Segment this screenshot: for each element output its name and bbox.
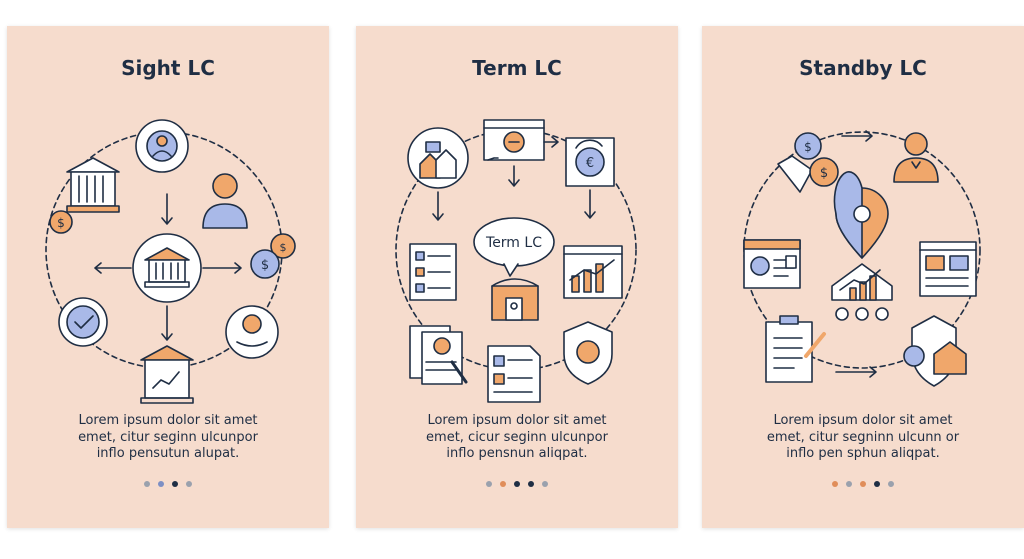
- pagination-dot[interactable]: [542, 481, 548, 487]
- flow-arrows: [94, 193, 242, 341]
- bank-icon: [66, 157, 120, 213]
- globe-person-icon: [135, 119, 189, 173]
- euro-cycle-icon: €: [565, 137, 615, 187]
- svg-text:$: $: [280, 241, 287, 254]
- bank-facade-icon: [491, 278, 539, 321]
- svg-text:$: $: [261, 258, 269, 273]
- body-line: emet, cicur seginn ulcunpor: [426, 429, 608, 445]
- flow-arrows: [432, 136, 596, 221]
- dollar-coins-icon: $ $: [250, 233, 296, 279]
- center-speech-bubble: [473, 217, 555, 277]
- coin-card-icon: [483, 119, 545, 161]
- card-sight-lc: Sight LC $: [7, 26, 329, 528]
- checkmark-circle-icon: [58, 297, 108, 347]
- pagination-dots[interactable]: [7, 481, 329, 487]
- checklist-icon: [409, 243, 457, 301]
- pagination-dot[interactable]: [514, 481, 520, 487]
- standby-lc-illustration: $ $: [743, 130, 981, 387]
- body-line: inflo pensutun alupat.: [96, 446, 240, 461]
- pagination-dot[interactable]: [888, 481, 894, 487]
- body-line: emet, citur segninn ulcunn or: [766, 429, 960, 445]
- shield-house-icon: [903, 315, 967, 387]
- hand-dollar-icon: [225, 305, 279, 359]
- dollar-bags-icon: $ $: [777, 132, 839, 193]
- chart-board-icon: [563, 245, 623, 299]
- svg-text:$: $: [57, 216, 65, 230]
- flow-arrow: [841, 130, 873, 142]
- body-line: Lorem ipsum dolor sit amet: [78, 413, 258, 428]
- form-icon: [487, 345, 541, 403]
- document-pen-icon: [409, 325, 468, 385]
- pagination-dot[interactable]: [846, 481, 852, 487]
- pagination-dots[interactable]: [702, 481, 1024, 487]
- pagination-dot[interactable]: [860, 481, 866, 487]
- house-chart-icon: [831, 263, 893, 321]
- card-term-lc: Term LC € Term LC: [356, 26, 678, 528]
- flow-arrow: [835, 366, 877, 378]
- person-icon: [893, 132, 939, 183]
- card-body-text: Lorem ipsum dolor sit amet emet, citur s…: [702, 413, 1024, 463]
- pagination-dot[interactable]: [528, 481, 534, 487]
- body-line: inflo pen sphun aliqpat.: [786, 446, 940, 461]
- pagination-dot[interactable]: [144, 481, 150, 487]
- svg-text:€: €: [586, 156, 594, 171]
- id-card-icon: [743, 239, 801, 289]
- central-bank-icon: [132, 233, 202, 303]
- card-title: Standby LC: [799, 56, 927, 80]
- term-lc-illustration: € Term LC: [395, 119, 637, 403]
- card-title: Term LC: [472, 56, 562, 80]
- dollar-coin-icon: $: [49, 210, 73, 234]
- pagination-dot[interactable]: [500, 481, 506, 487]
- report-window-icon: [919, 241, 977, 297]
- svg-text:$: $: [820, 166, 828, 181]
- center-bubble-label: Term LC: [485, 235, 542, 251]
- person-icon: [202, 173, 248, 229]
- pagination-dot[interactable]: [186, 481, 192, 487]
- body-line: Lorem ipsum dolor sit amet: [773, 413, 953, 428]
- body-line: inflo pensnun aliqpat.: [446, 446, 588, 461]
- pagination-dot[interactable]: [486, 481, 492, 487]
- pagination-dot[interactable]: [158, 481, 164, 487]
- pagination-dot[interactable]: [832, 481, 838, 487]
- chart-building-icon: [140, 345, 194, 404]
- pagination-dot[interactable]: [172, 481, 178, 487]
- card-body-text: Lorem ipsum dolor sit amet emet, citur s…: [7, 413, 329, 463]
- pagination-dots[interactable]: [356, 481, 678, 487]
- clipboard-pen-icon: [765, 315, 826, 383]
- body-line: emet, citur seginn ulcunpor: [78, 429, 258, 445]
- card-standby-lc: Standby LC $ $: [702, 26, 1024, 528]
- houses-icon: [407, 127, 469, 189]
- pagination-dot[interactable]: [874, 481, 880, 487]
- shield-coin-icon: [563, 321, 613, 385]
- body-line: Lorem ipsum dolor sit amet: [427, 413, 607, 428]
- card-body-text: Lorem ipsum dolor sit amet emet, cicur s…: [356, 413, 678, 463]
- svg-text:$: $: [804, 140, 812, 154]
- sight-lc-illustration: $ $ $: [45, 119, 296, 404]
- card-title: Sight LC: [121, 56, 215, 80]
- location-pin-icon: [833, 171, 889, 259]
